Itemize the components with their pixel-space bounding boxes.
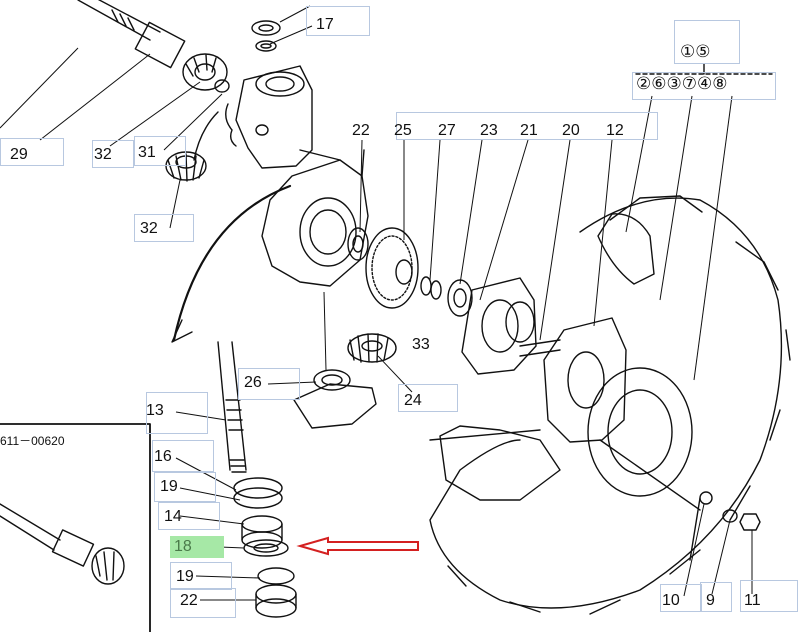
spacers-27 [420, 276, 442, 300]
bevel-gear-31 [182, 53, 230, 93]
axle-13 [217, 341, 247, 473]
seal-17 [251, 20, 281, 52]
bearing-23 [447, 279, 473, 317]
drive-wheel [429, 195, 791, 615]
label-13: 13 [146, 402, 164, 419]
label-10: 10 [662, 592, 680, 609]
flange-26 [293, 369, 377, 429]
label-33: 33 [412, 336, 430, 353]
label-23: 23 [480, 122, 498, 139]
label-17: 17 [316, 16, 334, 33]
hub-21 [461, 277, 537, 375]
label-21: 21 [520, 122, 538, 139]
spur-gear-25 [365, 227, 419, 309]
label-18: 18 [174, 538, 192, 555]
label-14: 14 [164, 508, 182, 525]
label-12: 12 [606, 122, 624, 139]
label-22-lower: 22 [180, 592, 198, 609]
label-26: 26 [244, 374, 262, 391]
bevel-gear-32 [165, 151, 207, 182]
label-16: 16 [154, 448, 172, 465]
upper-housing [225, 65, 313, 169]
label-22-top: 22 [352, 122, 370, 139]
red-arrow [296, 536, 419, 556]
bearing-22 [347, 227, 369, 261]
label-27: 27 [438, 122, 456, 139]
output-shaft [77, 0, 186, 69]
gear-housing [261, 149, 369, 287]
label-32-lower: 32 [140, 220, 158, 237]
label-25: 25 [394, 122, 412, 139]
highlight-part-18 [170, 536, 224, 558]
label-24: 24 [404, 392, 422, 409]
label-19-lower: 19 [176, 568, 194, 585]
label-20: 20 [562, 122, 580, 139]
bearing-stack [233, 477, 297, 618]
label-19-upper: 19 [160, 478, 178, 495]
label-29: 29 [10, 146, 28, 163]
label-11: 11 [744, 592, 761, 609]
label-9: 9 [706, 592, 715, 609]
label-variant-15: ①⑤ [680, 42, 711, 62]
bevel-gear-24 [347, 333, 397, 363]
inset-part-code: 611－00620 [0, 434, 65, 448]
label-32: 32 [94, 146, 112, 163]
inset-shaft [0, 503, 125, 585]
label-31: 31 [138, 144, 156, 161]
label-variants-26-37-48: ②⑥③⑦④⑧ [636, 74, 728, 94]
